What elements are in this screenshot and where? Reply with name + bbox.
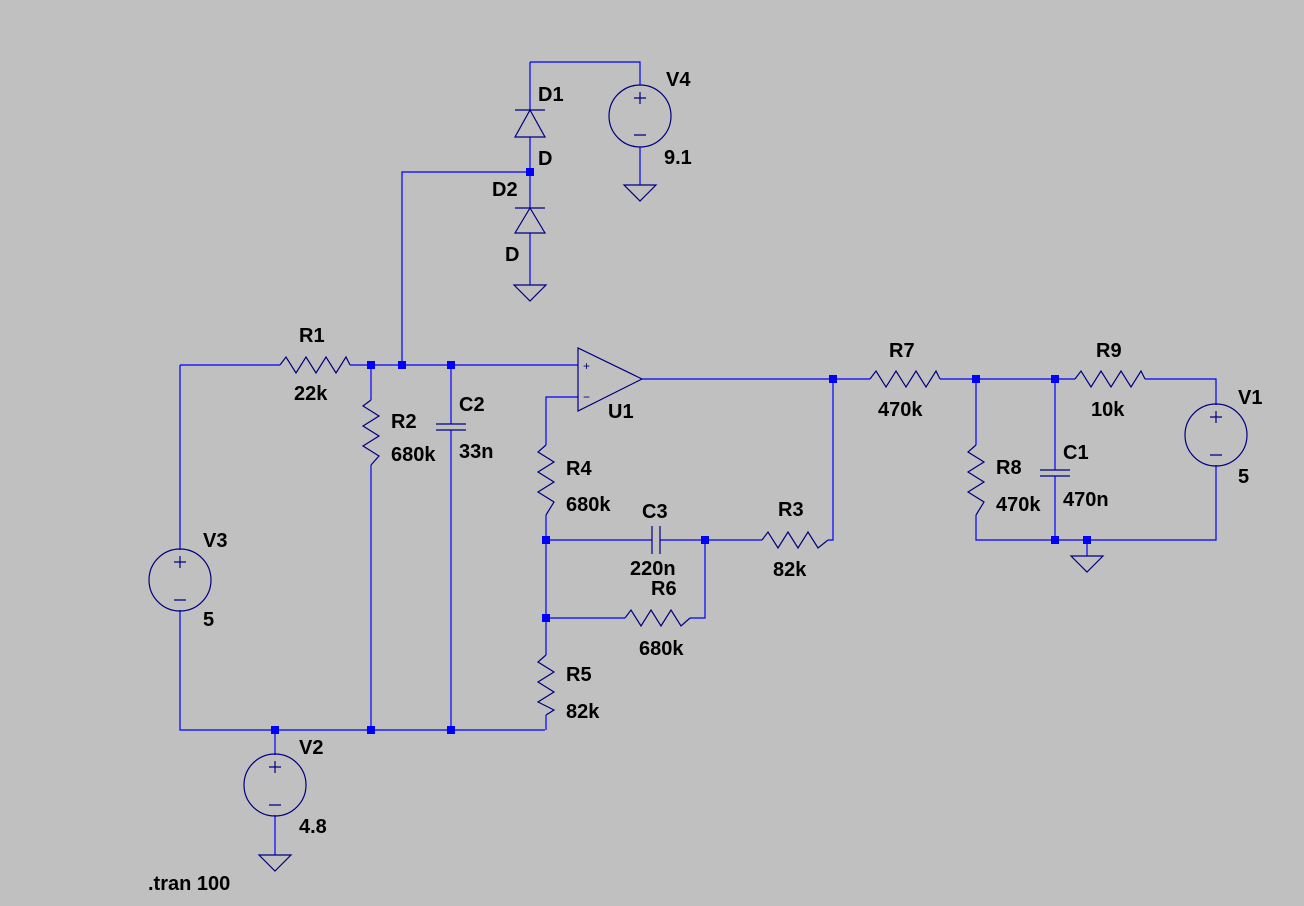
d2-value: D	[505, 244, 519, 266]
r4-name: R4	[566, 458, 592, 480]
c1-value: 470n	[1063, 489, 1109, 511]
r2-value: 680k	[391, 444, 436, 466]
resistor-r7-symbol[interactable]	[869, 369, 941, 389]
junction-dot	[701, 536, 709, 544]
c3-name: C3	[642, 501, 668, 523]
resistor-r6-symbol[interactable]	[624, 608, 691, 628]
wire	[940, 378, 1217, 405]
junction-dot	[829, 375, 837, 383]
labels: R1 22k R2 680k C2 33n D1 D D2 D V4 9.1 U…	[148, 69, 1262, 895]
ground-symbol	[622, 184, 658, 202]
v2-name: V2	[299, 737, 323, 759]
resistor-r2-symbol[interactable]	[361, 399, 381, 466]
plus-sign: +	[583, 359, 590, 373]
c3-value: 220n	[630, 558, 676, 580]
junction-dot	[1083, 536, 1091, 544]
resistor-r3-symbol[interactable]	[761, 530, 829, 550]
junction-dot	[1051, 375, 1059, 383]
junction-dot	[447, 361, 455, 369]
wire	[975, 379, 1217, 541]
r3-value: 82k	[773, 559, 807, 581]
v2-value: 4.8	[299, 816, 327, 838]
capacitor-c2-symbol[interactable]	[436, 423, 466, 431]
d1-name: D1	[538, 84, 564, 106]
ground-symbol	[257, 854, 293, 872]
r4-value: 680k	[566, 494, 611, 516]
opamp-u1-symbol[interactable]: + −	[577, 347, 644, 412]
junction-dot	[526, 168, 534, 176]
wire	[529, 61, 641, 110]
u1-name: U1	[608, 401, 634, 423]
v4-name: V4	[666, 69, 691, 91]
minus-sign: −	[583, 390, 590, 404]
d1-value: D	[538, 148, 552, 170]
r9-name: R9	[1096, 340, 1122, 362]
junction-dot	[972, 375, 980, 383]
capacitor-c3-symbol[interactable]	[651, 526, 661, 554]
r8-name: R8	[996, 457, 1022, 479]
wire	[546, 379, 834, 541]
wires	[179, 61, 1217, 855]
voltage-source-v2-symbol[interactable]	[243, 753, 307, 817]
r1-name: R1	[299, 325, 325, 347]
diode-d1-symbol[interactable]	[513, 108, 547, 138]
ground-symbol	[512, 284, 548, 302]
r5-value: 82k	[566, 701, 600, 723]
voltage-source-v4-symbol[interactable]	[608, 84, 672, 148]
junctions	[271, 168, 1091, 734]
junction-dot	[271, 726, 279, 734]
r9-value: 10k	[1091, 399, 1125, 421]
v1-value: 5	[1238, 466, 1249, 488]
voltage-source-v1-symbol[interactable]	[1184, 403, 1248, 467]
wire	[401, 171, 530, 365]
junction-dot	[367, 361, 375, 369]
resistor-r8-symbol[interactable]	[966, 444, 986, 516]
v4-value: 9.1	[664, 147, 692, 169]
r2-name: R2	[391, 411, 417, 433]
capacitor-c1-symbol[interactable]	[1040, 469, 1070, 477]
v3-value: 5	[203, 609, 214, 631]
resistor-r4-symbol[interactable]	[536, 444, 556, 516]
v3-name: V3	[203, 530, 227, 552]
ground-symbol	[1069, 555, 1105, 573]
d2-name: D2	[492, 179, 518, 201]
junction-dot	[542, 614, 550, 622]
r6-value: 680k	[639, 638, 684, 660]
r3-name: R3	[778, 499, 804, 521]
c2-name: C2	[459, 394, 485, 416]
r8-value: 470k	[996, 494, 1041, 516]
r7-name: R7	[889, 340, 915, 362]
v1-name: V1	[1238, 387, 1262, 409]
c1-name: C1	[1063, 442, 1089, 464]
wire	[179, 364, 545, 731]
voltage-source-v3-symbol[interactable]	[148, 548, 212, 612]
r5-name: R5	[566, 664, 592, 686]
resistor-r1-symbol[interactable]	[279, 355, 351, 375]
wire	[546, 540, 706, 619]
spice-directive[interactable]: .tran 100	[148, 873, 230, 895]
r7-value: 470k	[878, 399, 923, 421]
junction-dot	[367, 726, 375, 734]
resistor-r9-symbol[interactable]	[1074, 369, 1146, 389]
junction-dot	[447, 726, 455, 734]
diode-d2-symbol[interactable]	[513, 206, 547, 234]
junction-dot	[542, 536, 550, 544]
r6-name: R6	[651, 578, 677, 600]
junction-dot	[1051, 536, 1059, 544]
resistor-r5-symbol[interactable]	[536, 654, 556, 716]
junction-dot	[398, 361, 406, 369]
c2-value: 33n	[459, 441, 493, 463]
r1-value: 22k	[294, 383, 328, 405]
